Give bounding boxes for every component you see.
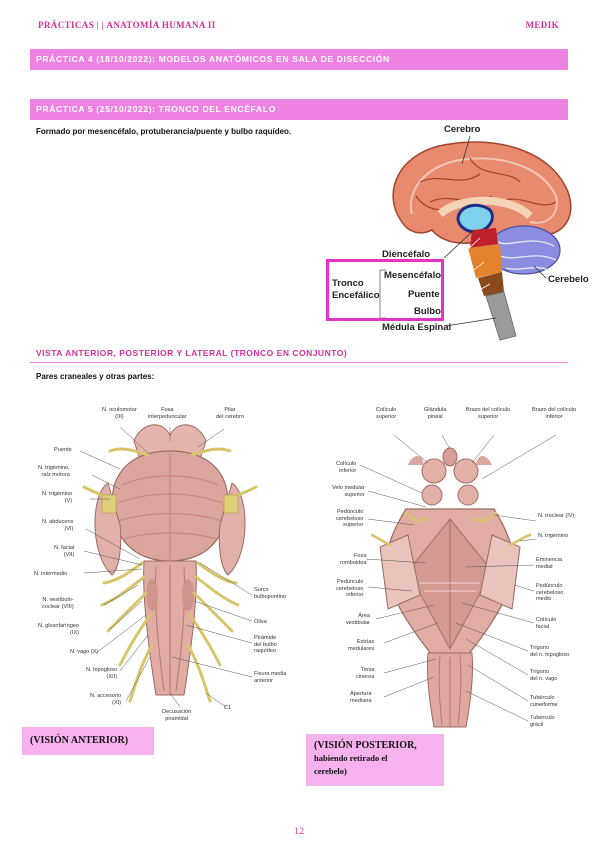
label-n-oculomotor: N. oculomotor(III): [102, 407, 137, 420]
section-bar-practica-4: PRÁCTICA 4 (18/10/2022): MODELOS ANATÓMI…: [30, 49, 568, 70]
header-title: PRÁCTICAS | | ANATOMÍA HUMANA II: [38, 20, 216, 30]
intro-text: Formado por mesencéfalo, protuberancia/p…: [36, 127, 292, 136]
label-n-trigemino: N. trigémino(V): [42, 491, 73, 504]
label-puente-anterior: Puente: [54, 447, 72, 453]
label-cerebelo: Cerebelo: [548, 274, 589, 285]
label-n-intermedio: N. intermedio: [34, 571, 68, 577]
label-n-abducens: N. abducens(VI): [42, 519, 74, 532]
label-n-hipogloso: N. hipogloso(XII): [86, 667, 118, 680]
label-encefalico: Encefálico: [332, 290, 380, 301]
label-n-vestibulococlear: N. vestíbulo-coclear (VIII): [42, 597, 74, 610]
caption-posterior-line-2: habiendo retirado el: [314, 753, 388, 763]
tronco-highlight-box: [326, 259, 444, 321]
label-n-accesorio: N. accesorio(XI): [90, 693, 122, 706]
label-tronco: Tronco: [332, 278, 364, 289]
label-n-glosofaringeo: N. glosofaríngeo(IX): [38, 623, 80, 636]
label-n-trigemino-raiz: N. trigémino,raíz motora: [38, 465, 70, 478]
caption-vision-posterior: (VISIÓN POSTERIOR, habiendo retirado el …: [306, 734, 444, 786]
brain-figure: Cerebro Diencéfalo Tronco Encefálico Mes…: [320, 122, 589, 342]
pares-text: Pares craneales y otras partes:: [36, 372, 155, 381]
label-cerebro: Cerebro: [444, 124, 481, 135]
label-n-facial: N. facial(VII): [54, 545, 75, 558]
page-number: 12: [294, 826, 305, 836]
label-oliva: Oliva: [254, 619, 267, 625]
caption-posterior-line-3: cerebelo): [314, 766, 347, 776]
header-brand: MEDIK: [525, 20, 559, 30]
caption-vision-anterior: (VISIÓN ANTERIOR): [22, 727, 154, 755]
brainstem-posterior-illustration: [359, 434, 557, 728]
label-puente: Puente: [408, 289, 440, 300]
section-title-vista: VISTA ANTERIOR, POSTERIOR Y LATERAL (TRO…: [36, 348, 348, 358]
label-c1: C1: [224, 705, 232, 711]
section-divider: [30, 362, 568, 363]
section-bar-practica-5: PRÁCTICA 5 (25/10/2022): TRONCO DEL ENCÉ…: [30, 99, 568, 120]
caption-posterior-line-1: (VISIÓN POSTERIOR,: [314, 740, 417, 751]
brainstem-anterior-illustration: [79, 424, 258, 708]
label-n-troclear: N. troclear (IV): [538, 513, 575, 519]
brain-illustration: [379, 135, 572, 341]
label-n-trigemino-posterior: N. trigémino: [538, 533, 569, 539]
label-medula-espinal: Médula Espinal: [382, 322, 452, 333]
label-bulbo: Bulbo: [414, 306, 441, 317]
label-n-vago: N. vago (X): [70, 649, 99, 655]
label-mesencefalo: Mesencéfalo: [384, 270, 442, 281]
label-diencefalo: Diencéfalo: [382, 249, 431, 260]
